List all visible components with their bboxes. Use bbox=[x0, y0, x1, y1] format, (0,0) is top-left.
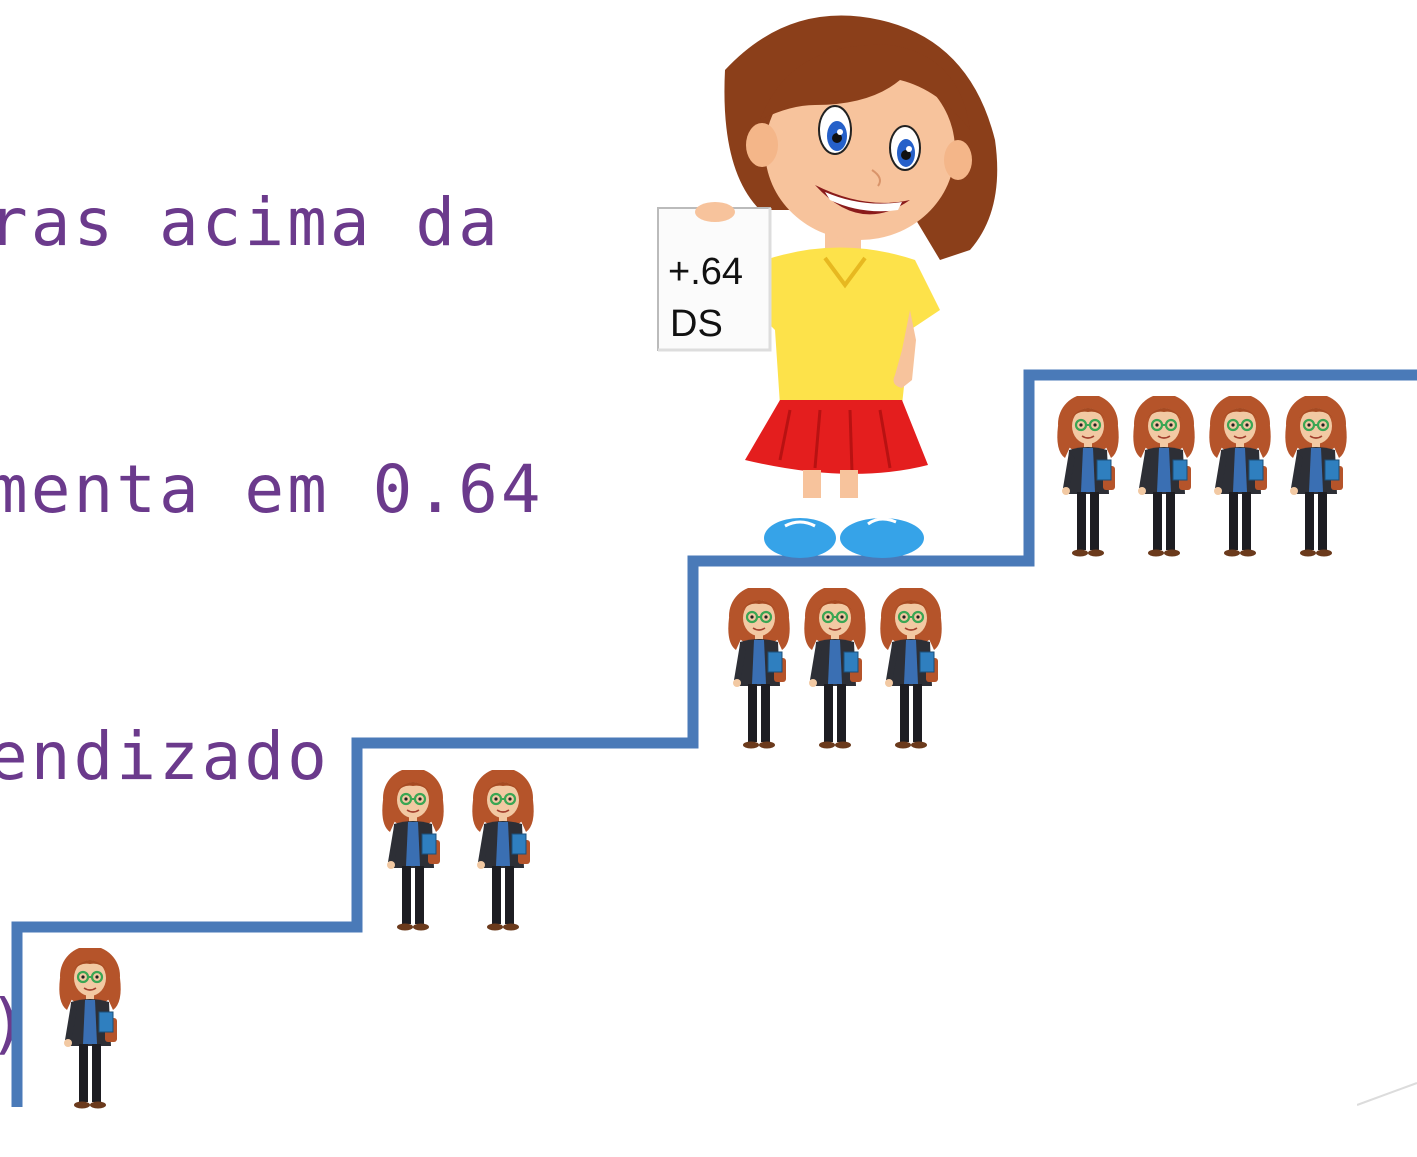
teacher-icon bbox=[468, 770, 538, 932]
teacher-icon bbox=[55, 948, 125, 1110]
teacher-icon bbox=[1281, 396, 1351, 558]
teacher-icon bbox=[724, 588, 794, 750]
sign-unit: DS bbox=[670, 303, 723, 345]
teacher-icon bbox=[378, 770, 448, 932]
headline-line-3: endizado bbox=[0, 718, 330, 795]
teacher-icon bbox=[1129, 396, 1199, 558]
teacher-icon bbox=[800, 588, 870, 750]
headline-line-1: ras acima da bbox=[0, 184, 501, 261]
teacher-icon bbox=[1053, 396, 1123, 558]
staircase-line bbox=[11, 369, 1417, 1107]
girl-illustration bbox=[657, 15, 998, 558]
teacher-icon bbox=[1205, 396, 1275, 558]
corner-decoration bbox=[1357, 1082, 1417, 1106]
teacher-icon bbox=[876, 588, 946, 750]
staircase bbox=[11, 369, 1417, 1107]
headline-line-2: menta em 0.64 bbox=[0, 451, 544, 528]
sign-value: +.64 bbox=[668, 251, 744, 293]
